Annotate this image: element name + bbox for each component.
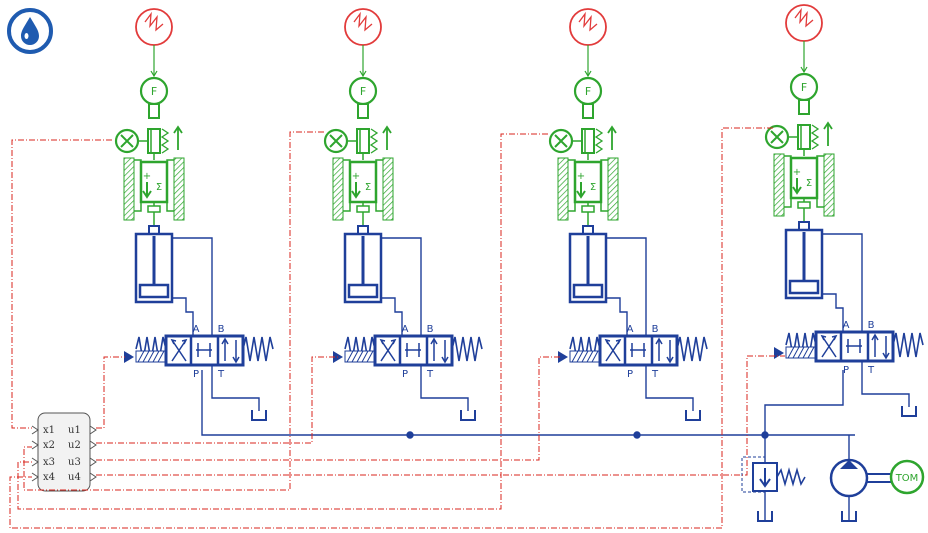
hydraulic-cylinder[interactable] bbox=[784, 221, 824, 300]
prime-mover-engine-icon[interactable]: TOM bbox=[889, 459, 925, 495]
hydraulic-lines bbox=[172, 237, 213, 335]
hydraulic-cylinder[interactable] bbox=[343, 225, 383, 304]
spring-damper[interactable] bbox=[581, 125, 617, 160]
load-mass[interactable]: +Σ bbox=[332, 157, 394, 228]
port-p-label: P bbox=[402, 369, 408, 380]
hydraulic-pump[interactable] bbox=[829, 435, 892, 522]
controller-output-u3: u3 bbox=[68, 457, 81, 468]
port-a-label: A bbox=[627, 324, 634, 335]
force-sensor[interactable]: F bbox=[348, 76, 378, 119]
spring-damper[interactable] bbox=[797, 121, 833, 156]
svg-text:+: + bbox=[793, 167, 801, 178]
valve-port-labels: A B P T bbox=[627, 324, 659, 380]
sine-wave-source-icon[interactable] bbox=[785, 4, 823, 74]
force-sensor[interactable]: F bbox=[139, 76, 169, 119]
directional-control-valve[interactable] bbox=[333, 334, 483, 367]
hydraulic-lines bbox=[822, 233, 863, 331]
sine-wave-source-icon[interactable] bbox=[569, 8, 607, 78]
controller-output-u1: u1 bbox=[68, 425, 81, 436]
main-pressure-line bbox=[201, 370, 855, 462]
signal-wiring bbox=[9, 127, 785, 529]
force-sensor[interactable]: F bbox=[573, 76, 603, 119]
hydraulic-lines bbox=[606, 237, 647, 335]
controller-output-u4: u4 bbox=[68, 472, 81, 483]
water-drop-icon[interactable] bbox=[7, 8, 53, 54]
controller-input-x4: x4 bbox=[43, 472, 55, 483]
tank-symbol bbox=[420, 365, 476, 421]
spring-damper[interactable] bbox=[147, 125, 183, 160]
valve-port-labels: A B P T bbox=[402, 324, 434, 380]
valve-port-labels: A B P T bbox=[193, 324, 225, 380]
port-p-label: P bbox=[627, 369, 633, 380]
port-p-label: P bbox=[843, 365, 849, 376]
svg-text:Σ: Σ bbox=[156, 182, 162, 193]
svg-text:+: + bbox=[577, 171, 585, 182]
controller-input-x1: x1 bbox=[43, 425, 55, 436]
load-mass[interactable]: +Σ bbox=[123, 157, 185, 228]
svg-text:Σ: Σ bbox=[365, 182, 371, 193]
tank-symbol bbox=[211, 365, 267, 421]
load-mass[interactable]: +Σ bbox=[773, 153, 835, 224]
position-sensor[interactable] bbox=[548, 128, 582, 154]
force-sensor[interactable]: F bbox=[789, 72, 819, 115]
directional-control-valve[interactable] bbox=[774, 330, 924, 363]
directional-control-valve[interactable] bbox=[558, 334, 708, 367]
port-b-label: B bbox=[427, 324, 434, 335]
motor-label: TOM bbox=[895, 473, 919, 484]
spring-damper[interactable] bbox=[356, 125, 392, 160]
svg-text:F: F bbox=[801, 81, 807, 94]
controller-input-x2: x2 bbox=[43, 440, 55, 451]
port-t-label: T bbox=[426, 369, 434, 380]
directional-control-valve[interactable] bbox=[124, 334, 274, 367]
svg-text:F: F bbox=[585, 85, 591, 98]
position-sensor[interactable] bbox=[764, 124, 798, 150]
port-a-label: A bbox=[402, 324, 409, 335]
hydraulic-cylinder[interactable] bbox=[134, 225, 174, 304]
port-t-label: T bbox=[217, 369, 225, 380]
tank-symbol bbox=[861, 361, 917, 417]
port-a-label: A bbox=[843, 320, 850, 331]
position-sensor[interactable] bbox=[114, 128, 148, 154]
port-t-label: T bbox=[651, 369, 659, 380]
valve-port-labels: A B P T bbox=[843, 320, 875, 376]
position-sensor[interactable] bbox=[323, 128, 357, 154]
svg-text:F: F bbox=[151, 85, 157, 98]
port-b-label: B bbox=[218, 324, 225, 335]
load-mass[interactable]: +Σ bbox=[557, 157, 619, 228]
controller-input-x3: x3 bbox=[43, 457, 55, 468]
svg-text:Σ: Σ bbox=[806, 178, 812, 189]
port-t-label: T bbox=[867, 365, 875, 376]
port-p-label: P bbox=[193, 369, 199, 380]
port-b-label: B bbox=[868, 320, 875, 331]
svg-text:F: F bbox=[360, 85, 366, 98]
hydraulic-lines bbox=[381, 237, 422, 335]
hydraulic-cylinder[interactable] bbox=[568, 225, 608, 304]
controller-block[interactable]: x1 x2 x3 x4 u1 u2 u3 u4 bbox=[31, 412, 97, 492]
svg-text:+: + bbox=[352, 171, 360, 182]
svg-text:+: + bbox=[143, 171, 151, 182]
sine-wave-source-icon[interactable] bbox=[135, 8, 173, 78]
controller-output-u2: u2 bbox=[68, 440, 81, 451]
pressure-relief-valve[interactable] bbox=[741, 456, 806, 522]
sine-wave-source-icon[interactable] bbox=[344, 8, 382, 78]
port-b-label: B bbox=[652, 324, 659, 335]
svg-text:Σ: Σ bbox=[590, 182, 596, 193]
tank-symbol bbox=[645, 365, 701, 421]
port-a-label: A bbox=[193, 324, 200, 335]
